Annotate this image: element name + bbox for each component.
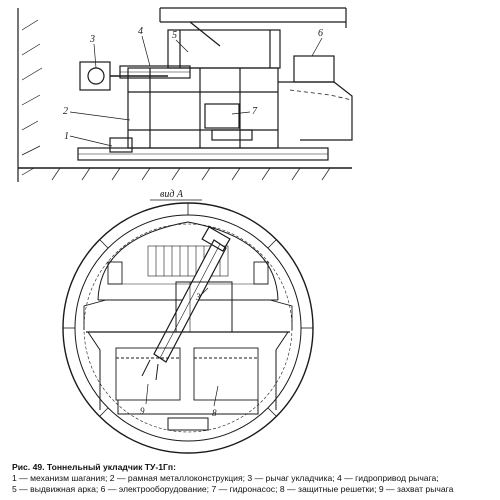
electrical-equipment bbox=[293, 55, 335, 83]
equipment-housing bbox=[278, 81, 353, 141]
ring-segments bbox=[63, 203, 313, 417]
lever-mount bbox=[79, 61, 111, 91]
caption-title: Рис. 49. Тоннельный укладчик ТУ-1Гп: bbox=[12, 462, 176, 472]
cross-section bbox=[62, 202, 314, 454]
caption-line-2: 5 — выдвижная арка; 6 — электрооборудова… bbox=[12, 484, 454, 494]
side-view bbox=[17, 7, 353, 182]
technical-drawing: 1 2 3 4 5 6 7 вид А bbox=[17, 7, 353, 454]
label-2: 2 bbox=[63, 106, 68, 117]
bottom-support bbox=[167, 417, 209, 431]
hydraulic-pump bbox=[204, 103, 240, 129]
label-3: 3 bbox=[89, 34, 95, 45]
view-label: вид А bbox=[160, 189, 184, 200]
section-label-9: 9 bbox=[140, 406, 145, 416]
wall-hatching bbox=[21, 19, 43, 176]
protective-gratings bbox=[115, 347, 259, 401]
label-1: 1 bbox=[64, 131, 69, 142]
label-6: 6 bbox=[318, 28, 323, 39]
section-leader-lines bbox=[145, 287, 219, 407]
label-7: 7 bbox=[252, 106, 258, 117]
caption-line-1: 1 — механизм шагания; 2 — рамная металло… bbox=[12, 473, 439, 483]
label-5: 5 bbox=[172, 30, 177, 41]
floor-hatching bbox=[51, 167, 331, 181]
leader-lines bbox=[69, 35, 323, 147]
section-label-3: 3 bbox=[195, 292, 201, 302]
section-label-8: 8 bbox=[212, 408, 217, 418]
figure-caption: Рис. 49. Тоннельный укладчик ТУ-1Гп: 1 —… bbox=[12, 462, 492, 495]
label-4: 4 bbox=[138, 26, 143, 37]
sliding-arch bbox=[167, 29, 281, 69]
walking-support bbox=[109, 137, 133, 153]
installer-lever bbox=[141, 226, 231, 381]
upper-arch bbox=[97, 221, 279, 301]
lever-pivot bbox=[87, 67, 105, 85]
